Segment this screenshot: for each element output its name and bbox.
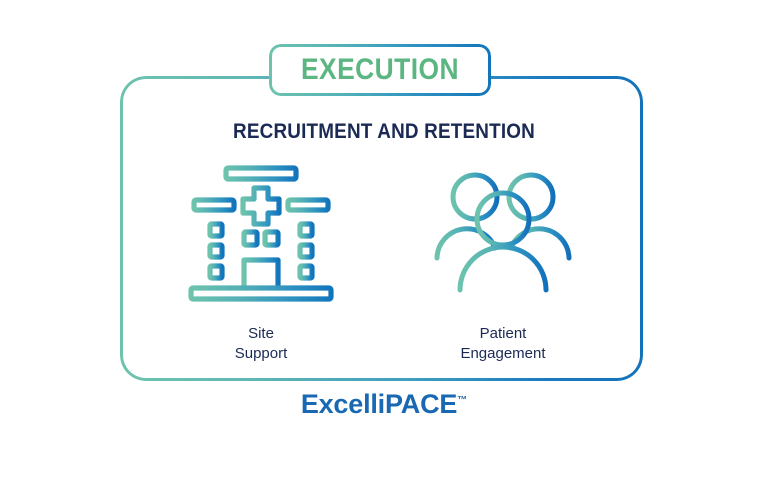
hospital-building-icon-svg bbox=[188, 164, 334, 302]
panel-gradient-border bbox=[120, 76, 643, 381]
brand-name: ExcelliPACE bbox=[300, 389, 458, 419]
capability-patient-engagement: Patient Engagement bbox=[408, 158, 598, 364]
brand-wordmark: ExcelliPACE™ bbox=[0, 389, 768, 420]
tab-gradient-border bbox=[269, 44, 491, 96]
group-of-people-icon-svg bbox=[434, 172, 572, 293]
capability-caption: Site Support bbox=[235, 324, 288, 364]
trademark-symbol: ™ bbox=[457, 395, 468, 406]
hospital-building-icon bbox=[181, 158, 341, 306]
capability-columns: Site Support bbox=[140, 158, 624, 363]
execution-panel bbox=[120, 76, 643, 381]
group-of-people-icon bbox=[423, 158, 583, 306]
caption-line-1: Site bbox=[248, 325, 274, 342]
caption-line-1: Patient bbox=[479, 325, 527, 342]
capability-site-support: Site Support bbox=[166, 158, 356, 364]
stage-tab-label: EXECUTION bbox=[301, 53, 459, 86]
section-headline: RECRUITMENT AND RETENTION bbox=[232, 120, 535, 143]
capability-caption: Patient Engagement bbox=[460, 324, 545, 364]
stage-tab-execution[interactable]: EXECUTION bbox=[269, 44, 491, 96]
caption-line-2: Engagement bbox=[460, 344, 546, 362]
caption-line-2: Support bbox=[234, 344, 288, 362]
